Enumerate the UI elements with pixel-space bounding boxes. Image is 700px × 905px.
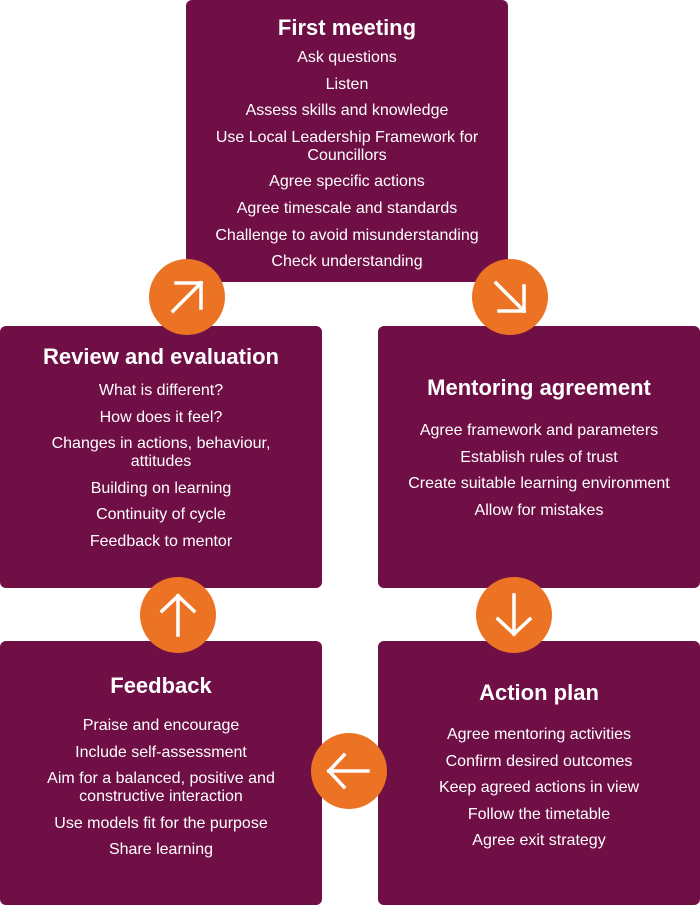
list-item: Challenge to avoid misunderstanding: [215, 226, 479, 244]
mentoring-agreement-list: Agree framework and parameters Establish…: [408, 422, 669, 528]
list-item: Listen: [325, 75, 369, 93]
list-item: Feedback to mentor: [89, 532, 233, 550]
list-item: Establish rules of trust: [460, 448, 618, 466]
first-meeting-list: Ask questions Listen Assess skills and k…: [209, 49, 485, 280]
list-item: Continuity of cycle: [96, 506, 226, 524]
list-item: Agree mentoring activities: [446, 726, 632, 743]
list-item: Follow the timetable: [467, 805, 611, 823]
arrow-left-icon: [311, 733, 387, 809]
mentoring-agreement-title: Mentoring agreement: [427, 375, 651, 400]
list-item: Create suitable learning environment: [408, 475, 670, 493]
list-item: Share learning: [108, 841, 214, 859]
feedback-list: Praise and encourage Include self-assess…: [36, 717, 286, 868]
review-evaluation-title: Review and evaluation: [43, 344, 279, 369]
list-item: Allow for mistakes: [474, 501, 604, 519]
list-item: Use models fit for the purpose: [54, 814, 268, 832]
list-item: Agree specific actions: [269, 173, 425, 191]
list-item: Confirm desired outcomes: [445, 752, 633, 770]
list-item: Use Local Leadership Framework for Counc…: [215, 128, 479, 164]
list-item: Include self-assessment: [75, 743, 247, 761]
list-item: Praise and encourage: [82, 717, 240, 734]
action-plan-list: Agree mentoring activities Confirm desir…: [439, 726, 639, 859]
review-evaluation-list: What is different? How does it feel? Cha…: [36, 382, 286, 560]
action-plan-title: Action plan: [479, 680, 599, 705]
list-item: Agree exit strategy: [472, 832, 606, 850]
arrow-up-right-icon: [149, 259, 225, 335]
arrow-down-right-icon: [472, 259, 548, 335]
arrow-up-icon: [140, 577, 216, 653]
list-item: Check understanding: [271, 253, 423, 271]
list-item: Keep agreed actions in view: [438, 779, 640, 797]
list-item: How does it feel?: [99, 408, 223, 426]
action-plan-box: Action plan Agree mentoring activities C…: [378, 641, 700, 905]
list-item: Building on learning: [90, 479, 232, 497]
list-item: Changes in actions, behaviour, attitudes: [51, 435, 271, 471]
list-item: Ask questions: [297, 49, 397, 66]
list-item: What is different?: [98, 382, 224, 399]
mentoring-agreement-box: Mentoring agreement Agree framework and …: [378, 326, 700, 588]
first-meeting-box: First meeting Ask questions Listen Asses…: [186, 0, 508, 282]
first-meeting-title: First meeting: [277, 15, 417, 40]
list-item: Assess skills and knowledge: [245, 102, 449, 120]
list-item: Agree framework and parameters: [419, 422, 659, 439]
arrow-down-icon: [476, 577, 552, 653]
feedback-title: Feedback: [110, 673, 212, 698]
feedback-box: Feedback Praise and encourage Include se…: [0, 641, 322, 905]
list-item: Agree timescale and standards: [236, 199, 458, 217]
list-item: Aim for a balanced, positive and constru…: [47, 770, 275, 806]
review-evaluation-box: Review and evaluation What is different?…: [0, 326, 322, 588]
